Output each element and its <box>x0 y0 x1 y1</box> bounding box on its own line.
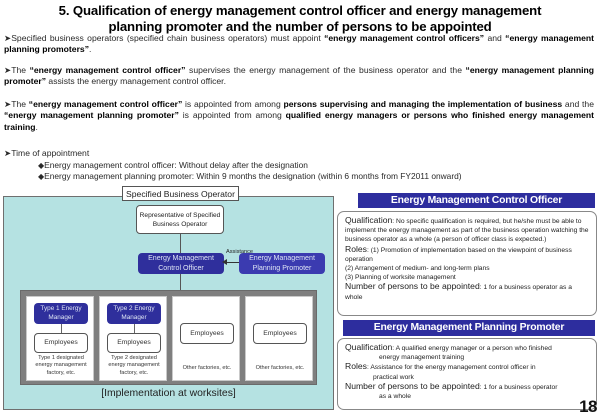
connector-line-officer-worksites <box>179 273 181 290</box>
employees-box: Employees <box>253 323 307 344</box>
promoter-qualification-line: Qualification: A qualified energy manage… <box>345 342 590 362</box>
bullet-arrow-icon: ➤ <box>4 148 12 158</box>
p2-text-b: “energy management control officer” <box>29 65 186 75</box>
paragraph-2: ➤The “energy management control officer”… <box>4 65 594 88</box>
officer-roles-label: Roles <box>345 243 367 254</box>
p3-text-a: The <box>11 99 29 109</box>
p2-text-d: “energy management planning promoter” <box>4 65 594 87</box>
officer-role-3: (3) Planning of worksite management <box>345 274 456 282</box>
p2-text-e: assists the energy management control of… <box>46 76 226 87</box>
p4-text: Time of appointment <box>11 148 90 158</box>
sub-bullet-2: ◆Energy management planning promoter: Wi… <box>38 171 462 183</box>
p3-text-g: is appointed from among <box>178 110 286 121</box>
p1-text-d: “energy management planning promoters” <box>4 33 594 55</box>
p1-text-a: Specified business operators (specified … <box>11 33 325 43</box>
promoter-qualification-text: : A qualified energy manager or a person… <box>392 345 552 352</box>
sub-bullet-1: ◆Energy management control officer: With… <box>38 160 308 172</box>
promoter-roles-line: Roles: Assistance for the energy managem… <box>345 362 590 381</box>
assistance-label: Assistance <box>226 249 254 255</box>
promoter-roles-label: Roles <box>345 361 367 372</box>
p3-text-e: and the <box>562 99 594 109</box>
officer-roles-line: Roles: (1) Promotion of implementation b… <box>345 243 590 264</box>
bullet-arrow-icon: ➤ <box>4 99 12 109</box>
p3-text-i: . <box>35 121 38 132</box>
panel-body-planning-promoter: Qualification: A qualified energy manage… <box>337 338 597 410</box>
paragraph-4: ➤Time of appointment <box>4 148 424 159</box>
page-number: 18 <box>579 397 597 416</box>
implementation-at-worksites-label: [Implementation at worksites] <box>101 388 236 399</box>
assistance-arrow-icon <box>222 259 239 265</box>
p3-text-f: “energy management planning promoter” <box>4 110 179 121</box>
p3-text-d: persons supervising and managing the imp… <box>283 99 563 109</box>
promoter-qualification-label: Qualification <box>345 342 393 352</box>
officer-qualification-line: Qualification: No specific qualification… <box>345 215 590 245</box>
diamond-icon: ◆ <box>38 161 45 170</box>
officer-qualification-label: Qualification <box>345 215 393 225</box>
promoter-roles-text-2: practical work <box>373 373 414 381</box>
promoter-roles-text: : Assistance for the energy management c… <box>366 364 536 372</box>
connector-line-manager-employees <box>60 324 62 333</box>
p2-text-c: supervises the energy management of the … <box>185 65 466 75</box>
worksite-cell-4: Employees Other factories, etc. <box>245 296 313 381</box>
bullet-arrow-icon: ➤ <box>4 65 12 75</box>
sub-bullet-1-text: Energy management control officer: Witho… <box>44 160 308 170</box>
panel-body-control-officer: Qualification: No specific qualification… <box>337 211 597 316</box>
promoter-qualification-text-2: energy management training <box>379 354 465 362</box>
specified-business-operator-box: Specified Business Operator <box>122 186 239 201</box>
worksites-container: Type 1 Energy Manager Employees Type 1 d… <box>20 290 317 385</box>
sub-bullet-2-text: Energy management planning promoter: Wit… <box>44 171 462 181</box>
panel-heading-planning-promoter: Energy Management Planning Promoter <box>343 320 595 336</box>
worksite-cell-2: Type 2 Energy Manager Employees Type 2 d… <box>99 296 167 381</box>
promoter-number-line: Number of persons to be appointed: 1 for… <box>345 380 590 401</box>
bullet-arrow-icon: ➤ <box>4 33 12 43</box>
type2-energy-manager-box: Type 2 Energy Manager <box>107 303 161 324</box>
paragraph-1: ➤Specified business operators (specified… <box>4 33 594 56</box>
officer-qualification-text: : No specific qualification is required,… <box>345 218 589 244</box>
paragraph-3: ➤The “energy management control officer”… <box>4 99 594 133</box>
title-line-2: planning promoter and the number of pers… <box>108 18 492 34</box>
p2-text-a: The <box>11 65 30 75</box>
worksite-cell-1: Type 1 Energy Manager Employees Type 1 d… <box>26 296 94 381</box>
page-title: 5. Qualification of energy management co… <box>0 3 600 34</box>
panel-heading-control-officer: Energy Management Control Officer <box>358 193 595 208</box>
diamond-icon: ◆ <box>38 172 45 181</box>
connector-line-rep-officer <box>179 234 181 253</box>
worksite-caption-2: Type 2 designated energy management fact… <box>108 354 160 376</box>
employees-box: Employees <box>34 333 88 353</box>
officer-role-2: (2) Arrangement of medium- and long-term… <box>345 265 490 273</box>
promoter-number-text-2: as a whole <box>379 393 411 401</box>
p1-text-e: . <box>89 44 92 55</box>
promoter-number-label: Number of persons to be appointed <box>345 380 480 391</box>
p3-text-c: is appointed from among <box>182 99 284 109</box>
representative-box: Representative of Specified Business Ope… <box>136 205 224 234</box>
promoter-number-text: : 1 for a business operator <box>479 383 558 391</box>
p3-text-h: qualified energy managers or persons who… <box>4 110 594 132</box>
worksite-cell-3: Employees Other factories, etc. <box>172 296 240 381</box>
worksite-caption-1: Type 1 designated energy management fact… <box>35 354 87 376</box>
employees-box: Employees <box>107 333 161 353</box>
planning-promoter-box: Energy Management Planning Promoter <box>239 253 325 274</box>
type1-energy-manager-box: Type 1 Energy Manager <box>34 303 88 324</box>
worksite-caption-3: Other factories, etc. <box>182 364 232 371</box>
p3-text-b: “energy management control officer” <box>28 99 183 109</box>
connector-line-manager-employees <box>133 324 135 333</box>
employees-box: Employees <box>180 323 234 344</box>
officer-roles-text: : (1) Promotion of implementation based … <box>345 246 572 263</box>
title-line-1: 5. Qualification of energy management co… <box>58 3 542 18</box>
officer-number-line: Number of persons to be appointed: 1 for… <box>345 282 590 301</box>
worksite-caption-4: Other factories, etc. <box>255 364 305 371</box>
officer-number-text: : 1 for a business operator as a whole <box>345 284 572 301</box>
control-officer-box: Energy Management Control Officer <box>138 253 224 274</box>
p1-text-c: and <box>484 33 506 43</box>
p1-text-b: “energy management control officers” <box>324 33 485 43</box>
officer-number-label: Number of persons to be appointed <box>345 281 480 292</box>
